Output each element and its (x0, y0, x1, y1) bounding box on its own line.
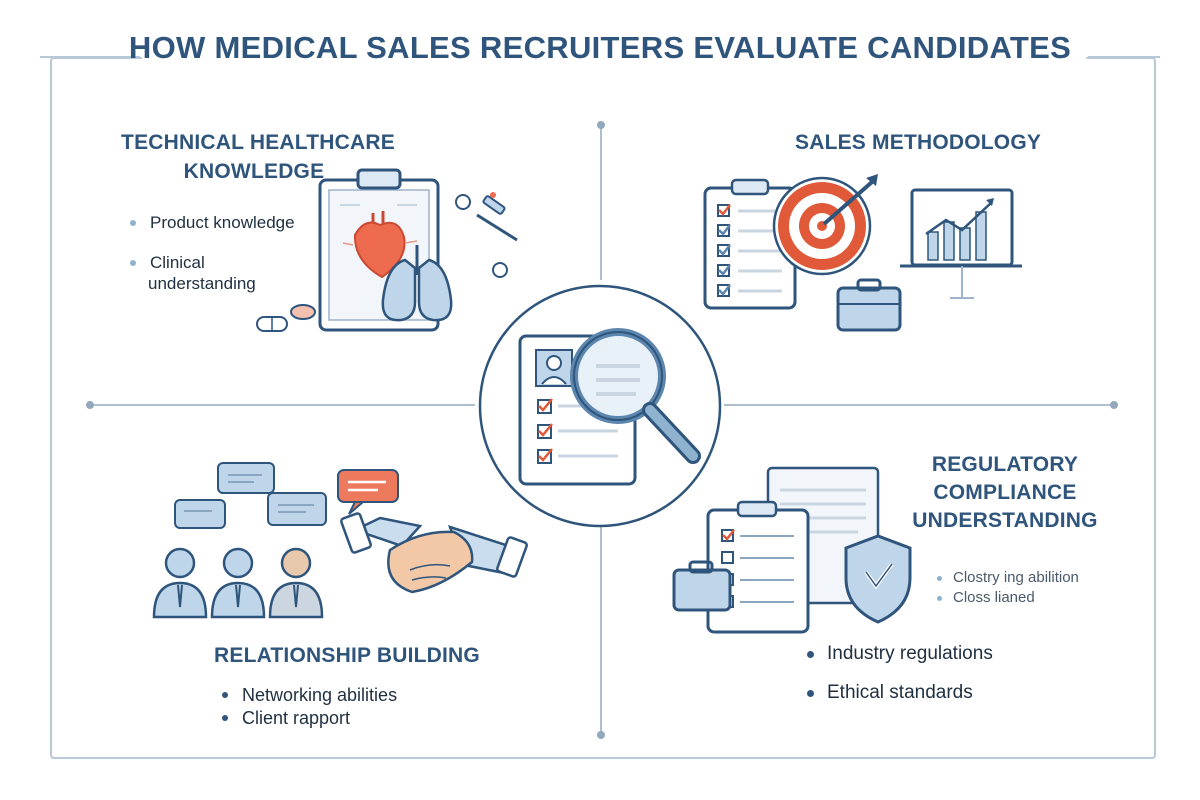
resume-icon (518, 334, 637, 486)
list-item: Ethical standards (805, 681, 1065, 705)
regulatory-list: Industry regulations Ethical standards (805, 642, 1065, 705)
list-item: Closs lianed (935, 588, 1135, 608)
handshake-icon (340, 512, 528, 594)
sales-illustration (703, 174, 1022, 332)
relationship-illustration (152, 462, 528, 619)
relationship-list: Networking abilities Client rapport (220, 684, 440, 730)
pills-icon (256, 304, 316, 332)
heading-regulatory: REGULATORY COMPLIANCE UNDERSTANDING (912, 453, 1098, 532)
shield-icon (844, 534, 912, 624)
divider-right (724, 404, 1114, 406)
heart-icon (342, 211, 418, 279)
technical-list: Product knowledge Clinical understanding (128, 212, 318, 294)
divider-left (90, 404, 475, 406)
people-icon (152, 547, 324, 619)
list-item: Clinical (128, 252, 318, 273)
lungs-icon (381, 245, 453, 322)
technical-illustration (256, 168, 518, 332)
briefcase-icon (836, 278, 902, 332)
page-title: HOW MEDICAL SALES RECRUITERS EVALUATE CA… (128, 30, 1072, 65)
magnifying-glass-icon (570, 328, 701, 464)
divider-bottom (600, 525, 602, 735)
checklist-icon (706, 500, 810, 634)
divider-dot (1110, 401, 1118, 409)
list-item: Industry regulations (805, 642, 1065, 666)
arrow-icon (822, 174, 878, 226)
divider-top (600, 125, 602, 280)
title-rule-left (40, 56, 140, 58)
divider-dot (86, 401, 94, 409)
divider-dot (597, 121, 605, 129)
title-rule-right (1088, 56, 1160, 58)
heading-relationship: RELATIONSHIP BUILDING (214, 644, 480, 667)
list-item-continued: understanding (148, 274, 256, 293)
list-item: Clostry ing abilition (935, 568, 1135, 588)
regulatory-sub-list: Clostry ing abilition Closs lianed (935, 568, 1135, 608)
center-illustration (478, 284, 722, 528)
speech-bubble-icon (174, 462, 399, 529)
heading-technical: TECHNICAL HEALTHCARE KNOWLEDGE (121, 131, 395, 183)
list-item: Product knowledge (128, 212, 318, 233)
chart-board-icon (900, 188, 1022, 299)
target-icon (772, 176, 872, 276)
divider-dot (597, 731, 605, 739)
heading-sales: SALES METHODOLOGY (795, 131, 1042, 154)
list-item: Client rapport (220, 707, 440, 730)
list-item: Networking abilities (220, 684, 440, 707)
regulatory-illustration (672, 466, 912, 634)
briefcase-icon (672, 560, 732, 612)
syringe-icon (455, 192, 518, 278)
